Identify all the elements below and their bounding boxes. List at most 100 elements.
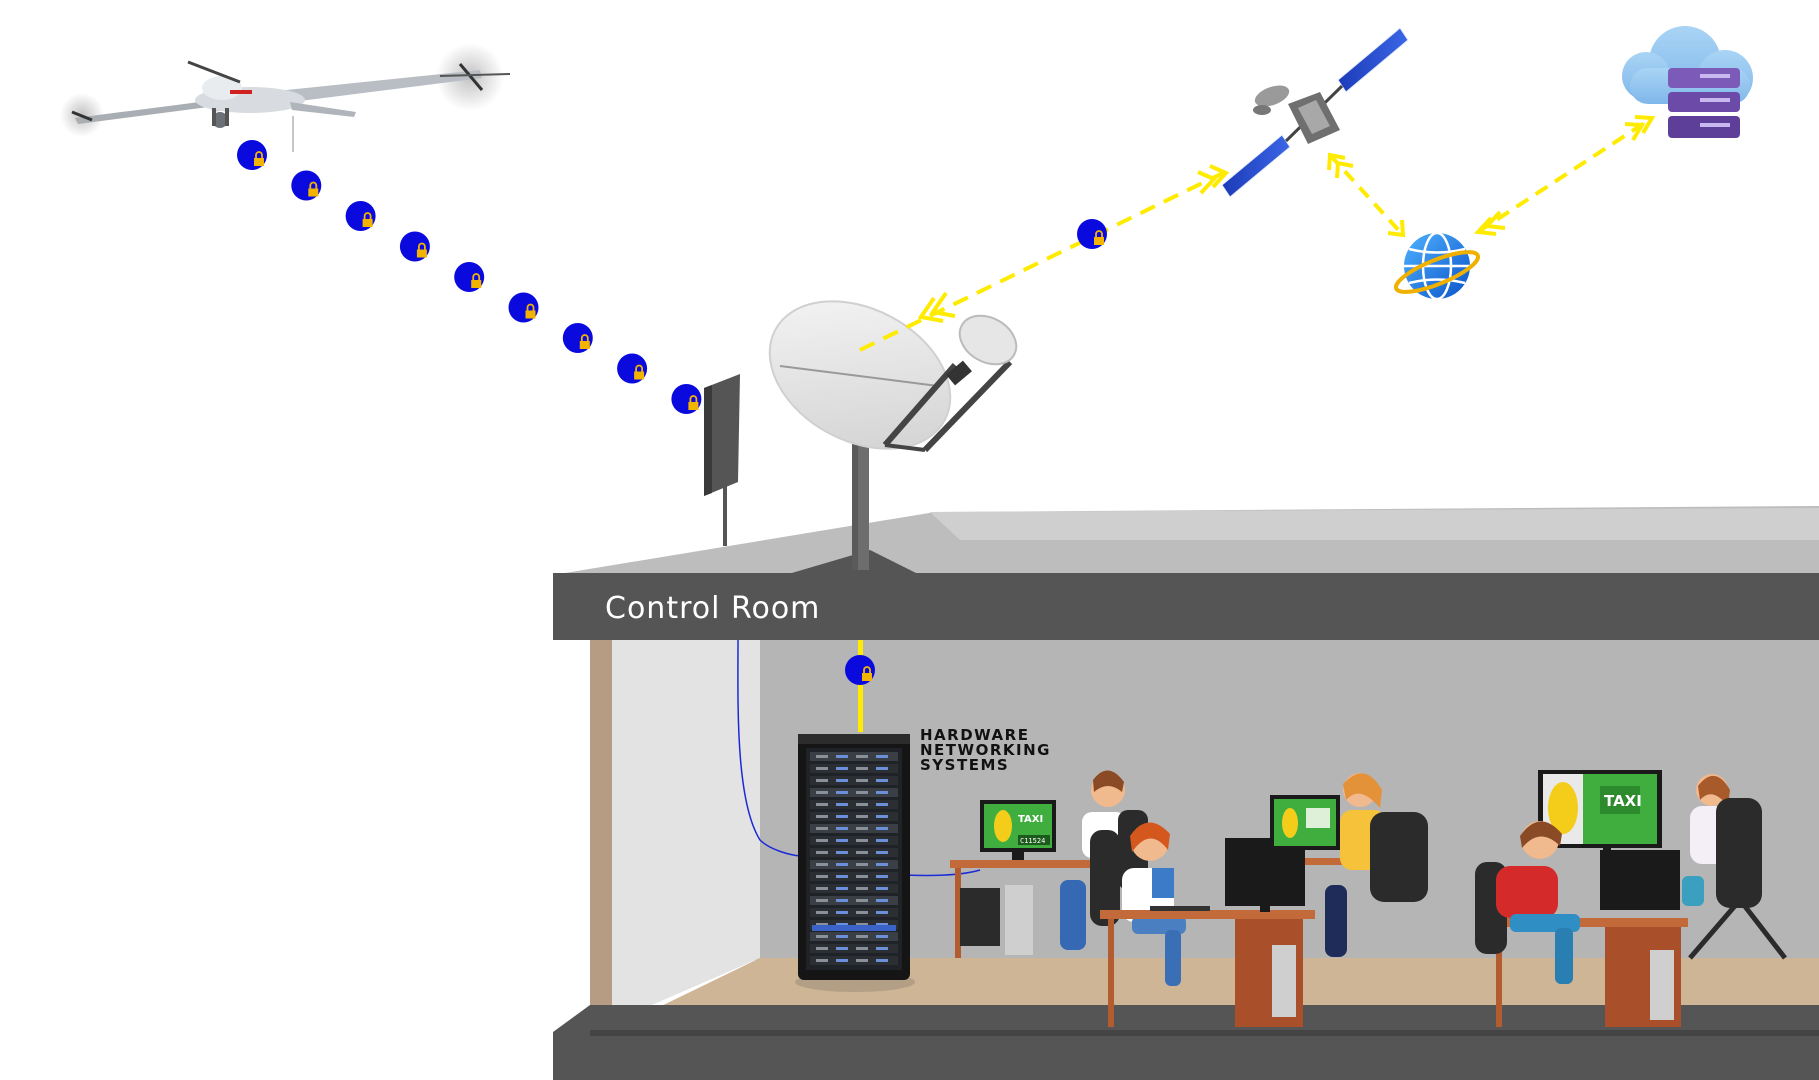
rack-unit: [810, 788, 898, 797]
rack-led: [816, 923, 828, 926]
rack-led: [876, 851, 888, 854]
rack-led: [856, 815, 868, 818]
rack-led: [836, 935, 848, 938]
rack-unit: [810, 824, 898, 833]
monitor-4-back: [1600, 850, 1680, 910]
monitor-4-taxi-text: TAXI: [1604, 792, 1642, 810]
rack-led: [816, 947, 828, 950]
rack-led: [836, 863, 848, 866]
packet-chain: [237, 140, 1107, 685]
rack-led: [816, 887, 828, 890]
rack-led: [876, 815, 888, 818]
rack-led: [876, 839, 888, 842]
rack-led: [876, 959, 888, 962]
hw-label-line1: HARDWARE: [920, 726, 1029, 744]
operator-far-right: [1682, 774, 1787, 960]
uplink-cable: [858, 640, 863, 732]
rack-led: [856, 839, 868, 842]
rack-led: [876, 911, 888, 914]
monitor-1-taxi-text: TAXI: [1018, 814, 1043, 825]
rack-led: [876, 767, 888, 770]
roof-band: [553, 573, 1819, 640]
rack-led: [876, 755, 888, 758]
rack-led: [836, 803, 848, 806]
rack-unit: [810, 776, 898, 785]
rack-led: [876, 863, 888, 866]
rack-led: [856, 935, 868, 938]
rack-led: [836, 791, 848, 794]
rack-led: [856, 923, 868, 926]
rack-led: [836, 947, 848, 950]
rack-led: [876, 791, 888, 794]
rack-unit: [810, 764, 898, 773]
rack-led: [816, 911, 828, 914]
uav-icon: [60, 43, 511, 152]
encrypted-packet: [345, 201, 376, 231]
rack-led: [816, 851, 828, 854]
rack-led: [856, 959, 868, 962]
blue-cable-desk: [904, 869, 981, 877]
rack-unit: [810, 836, 898, 845]
rack-led: [836, 779, 848, 782]
encrypted-packet: [399, 231, 430, 262]
encrypted-packet: [454, 262, 485, 292]
control-room-label: Control Room: [605, 591, 820, 626]
hw-label-line3: SYSTEMS: [920, 756, 1009, 774]
rack-led: [856, 827, 868, 830]
rack-led: [876, 935, 888, 938]
lock-icon: [362, 212, 373, 227]
encrypted-packet: [845, 655, 875, 685]
rack-unit: [810, 908, 898, 917]
wall-edge: [590, 640, 612, 1032]
rack-led: [856, 851, 868, 854]
operator-red-shirt: [1475, 821, 1580, 984]
side-wall: [590, 640, 760, 1032]
lock-icon: [308, 181, 319, 197]
rack-unit: [810, 812, 898, 821]
rack-led: [816, 827, 828, 830]
rack-unit: [810, 956, 898, 965]
link-dish-satellite: [859, 164, 1230, 352]
encrypted-packet: [508, 292, 539, 323]
rack-led: [836, 767, 848, 770]
rack-led: [816, 899, 828, 902]
rack-led: [876, 827, 888, 830]
rack-led: [816, 863, 828, 866]
satellite-icon: [1221, 27, 1409, 198]
rack-led: [836, 887, 848, 890]
rack-led: [856, 755, 868, 758]
lock-icon: [634, 364, 645, 380]
rack-led: [816, 755, 828, 758]
rack-led: [856, 779, 868, 782]
rack-led: [836, 911, 848, 914]
rack-led: [856, 899, 868, 902]
rack-led: [816, 875, 828, 878]
rack-unit: [810, 752, 898, 761]
rack-led: [876, 779, 888, 782]
rack-unit: [810, 932, 898, 941]
rack-led: [876, 923, 888, 926]
rack-led: [876, 875, 888, 878]
rack-led: [816, 791, 828, 794]
rack-led: [856, 887, 868, 890]
rack-led: [836, 839, 848, 842]
base-slab: [553, 1005, 1819, 1080]
workstation-4: TAXI: [1488, 770, 1688, 1027]
rack-unit: [810, 896, 898, 905]
rack-led: [836, 959, 848, 962]
lock-icon: [416, 242, 427, 258]
lock-icon: [525, 303, 536, 319]
lock-icon: [471, 273, 482, 288]
rack-led: [816, 815, 828, 818]
rack-led: [876, 899, 888, 902]
link-globe-cloud: [1473, 115, 1656, 236]
rack-led: [836, 899, 848, 902]
rack-unit: [810, 884, 898, 893]
server-rack-icon: [795, 734, 915, 992]
rack-led: [856, 947, 868, 950]
rack-led: [856, 911, 868, 914]
rack-led: [876, 803, 888, 806]
globe-icon: [1393, 231, 1481, 301]
encrypted-packet: [291, 170, 322, 201]
